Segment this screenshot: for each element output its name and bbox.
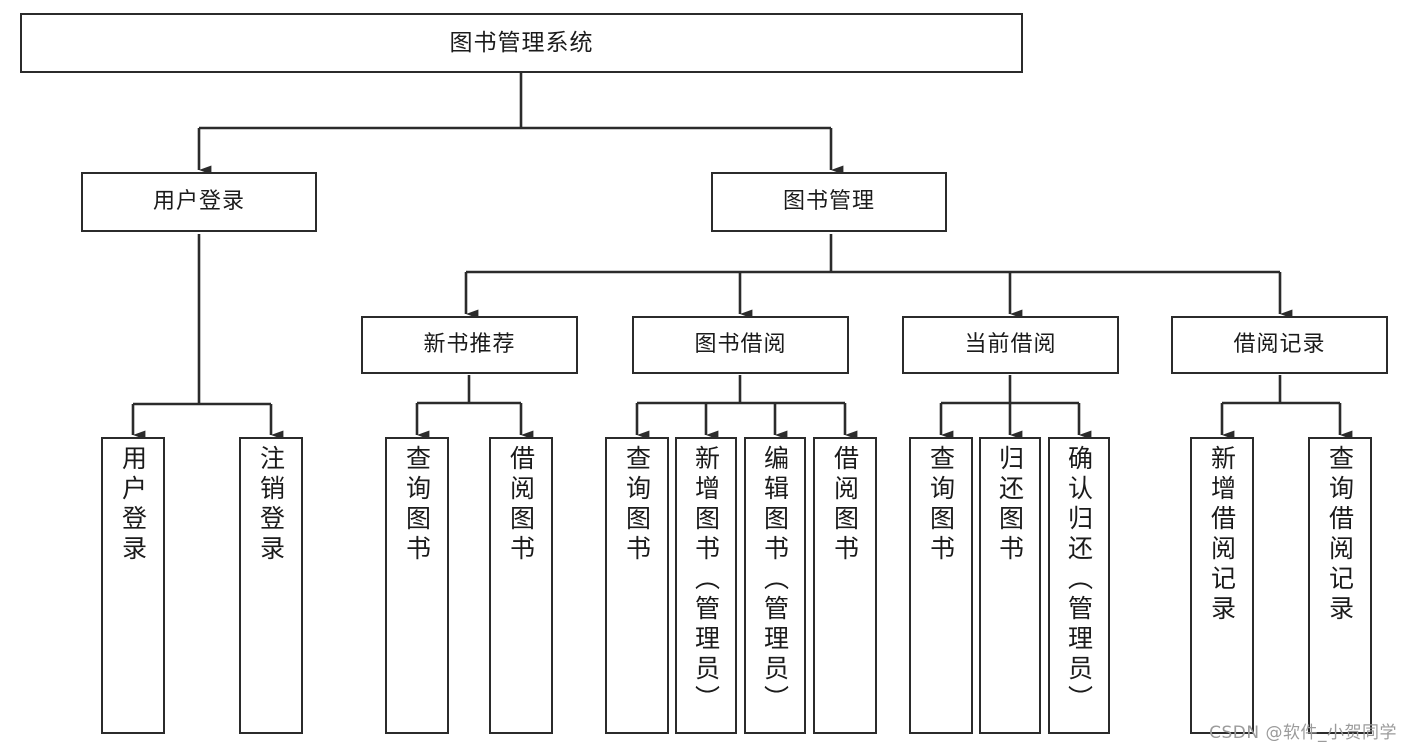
node-label: 新书推荐 [423,332,516,358]
node-label: 用户登录 [152,189,245,215]
node-label: 编辑图书（管理员） [760,445,790,715]
watermark-text: CSDN @软件_小贺同学 [1209,723,1397,743]
leaf-book-borrow-1[interactable]: 查询图书 [605,437,669,734]
node-label: 当前借阅 [964,332,1057,358]
node-book-borrow[interactable]: 图书借阅 [632,316,849,374]
node-label: 用户登录 [118,445,148,565]
node-root-system[interactable]: 图书管理系统 [20,13,1023,73]
leaf-borrow-record-1[interactable]: 新增借阅记录 [1190,437,1254,734]
leaf-new-book-2[interactable]: 借阅图书 [489,437,553,734]
leaf-book-borrow-2[interactable]: 新增图书（管理员） [675,437,737,734]
leaf-current-borrow-3[interactable]: 确认归还（管理员） [1048,437,1110,734]
leaf-new-book-1[interactable]: 查询图书 [385,437,449,734]
node-label: 图书管理系统 [449,29,594,56]
node-current-borrow[interactable]: 当前借阅 [902,316,1119,374]
node-borrow-record[interactable]: 借阅记录 [1171,316,1388,374]
node-label: 确认归还（管理员） [1064,445,1094,715]
node-label: 借阅图书 [830,445,860,565]
node-label: 查询图书 [926,445,956,565]
node-label: 图书管理 [782,189,875,215]
node-label: 注销登录 [256,445,286,565]
node-label: 新增图书（管理员） [691,445,721,715]
leaf-book-borrow-3[interactable]: 编辑图书（管理员） [744,437,806,734]
leaf-current-borrow-2[interactable]: 归还图书 [979,437,1041,734]
node-user-login[interactable]: 用户登录 [81,172,317,232]
node-label: 查询图书 [622,445,652,565]
node-label: 归还图书 [995,445,1025,565]
node-label: 借阅记录 [1233,332,1326,358]
node-label: 图书借阅 [694,332,787,358]
leaf-borrow-record-2[interactable]: 查询借阅记录 [1308,437,1372,734]
node-label: 查询图书 [402,445,432,565]
node-label: 查询借阅记录 [1325,445,1355,625]
leaf-book-borrow-4[interactable]: 借阅图书 [813,437,877,734]
leaf-user-login-2[interactable]: 注销登录 [239,437,303,734]
node-label: 借阅图书 [506,445,536,565]
leaf-user-login-1[interactable]: 用户登录 [101,437,165,734]
leaf-current-borrow-1[interactable]: 查询图书 [909,437,973,734]
node-book-management[interactable]: 图书管理 [711,172,947,232]
node-label: 新增借阅记录 [1207,445,1237,625]
node-new-book-recommend[interactable]: 新书推荐 [361,316,578,374]
